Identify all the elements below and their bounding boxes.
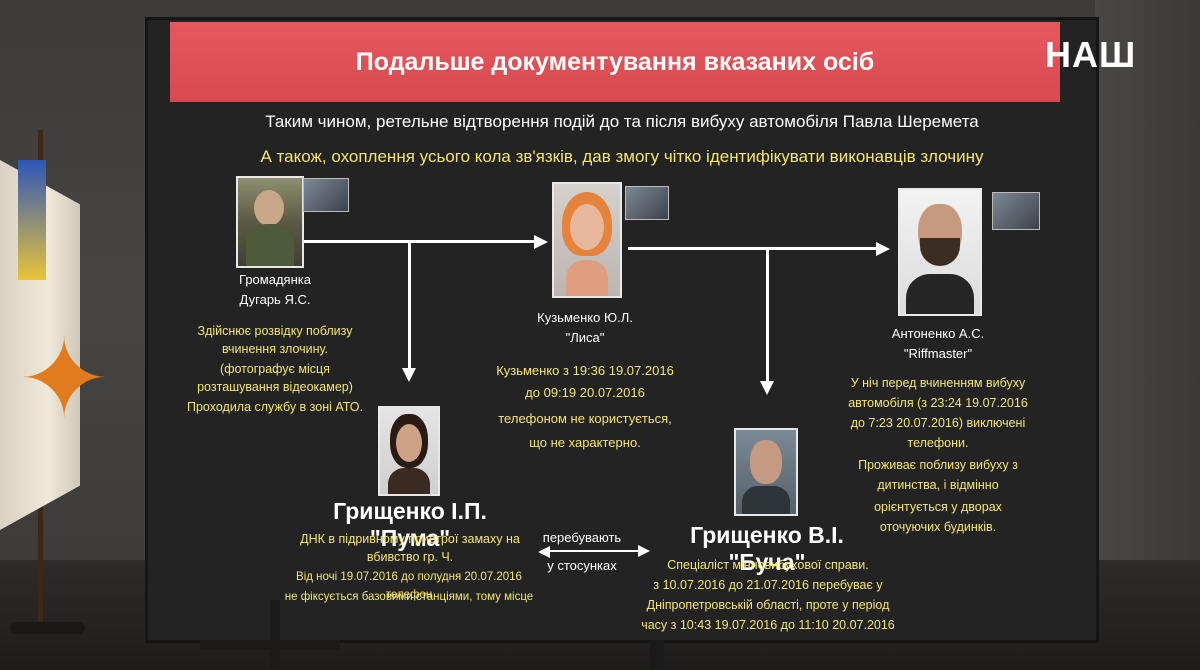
dugar-name: Дугарь Я.С.	[239, 292, 311, 307]
note-line: (фотографує місця	[220, 362, 330, 376]
note-line: до 09:19 20.07.2016	[525, 385, 645, 400]
puma-name: Грищенко І.П. "Пума"	[333, 498, 487, 551]
note-line: Здійснює розвідку поблизу	[197, 324, 353, 338]
kuzmenko-nick: "Лиса"	[565, 330, 605, 345]
relation-label-2: у стосунках	[547, 558, 617, 573]
note-line: У ніч перед вчиненням вибуху	[850, 376, 1026, 390]
photo-dugar	[236, 176, 304, 268]
thumbnail-antonenko	[992, 192, 1040, 230]
note-line: розташування відеокамер)	[197, 380, 353, 394]
note-line: вбивство гр. Ч.	[366, 550, 454, 564]
note-line: автомобіля (з 23:24 19.07.2016	[848, 396, 1028, 410]
note-line: орієнтується у дворах	[874, 500, 1002, 514]
note-line: що не характерно.	[529, 435, 641, 450]
note-line: оточуючих будинків.	[879, 520, 997, 534]
slide-title: Подальше документування вказаних осіб	[355, 48, 875, 76]
note-line: часу з 10:43 19.07.2016 до 11:10 20.07.2…	[641, 618, 895, 632]
note-line: вчинення злочину.	[221, 342, 329, 356]
note-line: Від ночі 19.07.2016 до полудня 20.07.201…	[296, 571, 522, 601]
note-line: телефони.	[907, 436, 969, 450]
flag-emblem-icon: ✦	[18, 318, 111, 441]
note-line: дитинства, і відмінно	[877, 478, 999, 492]
background-wall	[1095, 0, 1200, 670]
dugar-role: Громадянка	[239, 272, 311, 287]
thumbnail-dugar	[303, 178, 349, 212]
photo-puma	[378, 406, 440, 496]
note-line: Дніпропетровській області, проте у періо…	[646, 598, 890, 612]
photo-bucha	[734, 428, 798, 516]
slide-subtitle-1: Таким чином, ретельне відтворення подій …	[265, 112, 979, 131]
photo-kuzmenko	[552, 182, 622, 298]
note-line: телефоном не користується,	[498, 411, 672, 426]
note-line: Спеціаліст мінновибухової справи.	[667, 558, 869, 572]
note-line: не фіксується базовими станціями, тому м…	[284, 591, 534, 603]
flag-stand	[10, 622, 85, 634]
presentation-screen	[148, 20, 1096, 640]
note-line: Кузьменко з 19:36 19.07.2016	[496, 363, 674, 378]
screen-stand-foot	[200, 640, 340, 650]
thumbnail-kuzmenko	[625, 186, 669, 220]
note-line: з 10.07.2016 до 21.07.2016 перебуває у	[653, 578, 883, 592]
note-line: Проходила службу в зоні АТО.	[186, 400, 363, 414]
note-line: до 7:23 20.07.2016) виключені	[850, 416, 1026, 430]
flag-stripe	[18, 160, 46, 280]
photo-antonenko	[898, 188, 982, 316]
antonenko-name: Антоненко А.С.	[891, 326, 985, 341]
kuzmenko-name: Кузьменко Ю.Л.	[537, 310, 633, 325]
slide-title-banner: Подальше документування вказаних осіб	[170, 22, 1060, 102]
note-line: ДНК в підривному пристрої замаху на	[300, 532, 520, 546]
slide-subtitle-2: А також, охоплення усього кола зв'язків,…	[260, 147, 984, 166]
relation-label-1: перебувають	[542, 530, 622, 545]
note-line: Проживає поблизу вибуху з	[858, 458, 1018, 472]
channel-logo: НАШ	[1045, 34, 1137, 75]
antonenko-nick: "Riffmaster"	[903, 346, 973, 361]
screen-stand-leg	[270, 600, 280, 670]
screen-stand-leg-right	[650, 640, 664, 670]
bucha-name: Грищенко В.І. "Буча"	[690, 522, 844, 575]
